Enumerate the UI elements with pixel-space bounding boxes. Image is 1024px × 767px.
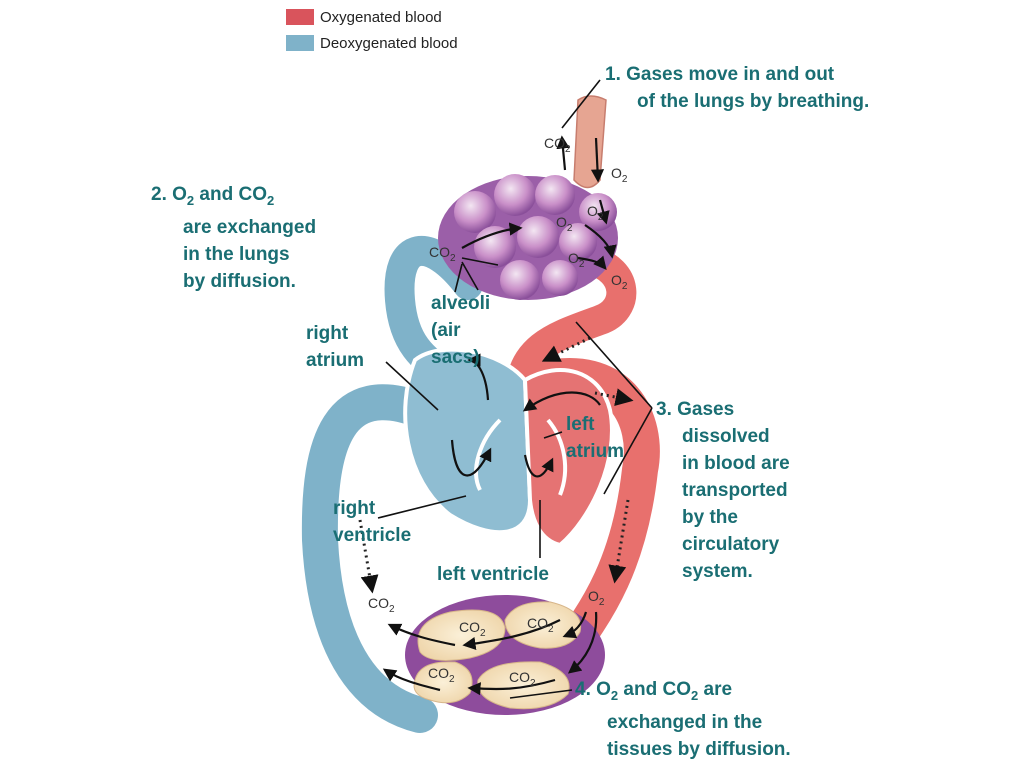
gas-co2-tissue-4: CO2	[509, 669, 536, 689]
dotted-flow	[358, 336, 634, 594]
deoxygenated-swatch	[286, 35, 314, 51]
step-2-first-line: 2. O2 and CO2	[151, 184, 275, 208]
left-heart	[522, 368, 614, 548]
aorta	[522, 358, 660, 678]
gas-o2-aorta: O2	[588, 588, 605, 608]
leader-lines	[377, 79, 653, 699]
legend-item-deoxygenated: Deoxygenated blood	[286, 30, 458, 56]
gas-co2-tissue-3: CO2	[428, 665, 455, 685]
tissue-bed	[405, 595, 605, 715]
legend-item-oxygenated: Oxygenated blood	[286, 4, 458, 30]
step-3-label: 3. Gases dissolved in blood are transpor…	[656, 399, 790, 582]
left-ventricle-label: left ventricle	[437, 564, 549, 585]
step-4-label: 4. O2 and CO2 are exchanged in the tissu…	[575, 676, 791, 763]
legend-label-oxygenated: Oxygenated blood	[320, 8, 442, 26]
flow-arrows	[382, 135, 617, 696]
pulmonary-vein	[505, 245, 637, 410]
legend: Oxygenated blood Deoxygenated blood	[286, 4, 458, 56]
gas-o2-alveoli-2: O2	[556, 214, 573, 234]
legend-label-deoxygenated: Deoxygenated blood	[320, 34, 458, 52]
trachea	[573, 95, 607, 189]
left-atrium-label: left atrium	[566, 414, 625, 462]
alveoli-cluster	[438, 174, 618, 300]
gas-o2-alveoli-3: O2	[568, 250, 585, 270]
gas-co2-tissue-2: CO2	[527, 615, 554, 635]
gas-co2-vein: CO2	[368, 595, 395, 615]
gas-o2-trachea: O2	[611, 165, 628, 185]
right-atrium-label: right atrium	[306, 323, 365, 371]
step-4-first-line: 4. O2 and CO2 are	[575, 679, 733, 703]
step-2-label: 2. O2 and CO2 are exchanged in the lungs…	[151, 181, 316, 295]
alveoli-label: alveoli (air sacs)	[431, 293, 491, 368]
gas-co2-trachea: CO2	[544, 135, 571, 155]
gas-o2-pulmonary-vein: O2	[611, 272, 628, 292]
systemic-vein	[301, 384, 438, 733]
gas-co2-alveoli: CO2	[429, 244, 456, 264]
right-heart	[403, 347, 533, 535]
gas-co2-tissue-1: CO2	[459, 619, 486, 639]
right-ventricle-label: right ventricle	[333, 498, 412, 546]
step-1-label: 1. Gases move in and out of the lungs by…	[605, 64, 870, 112]
oxygenated-swatch	[286, 9, 314, 25]
gas-o2-alveoli-1: O2	[587, 203, 604, 223]
